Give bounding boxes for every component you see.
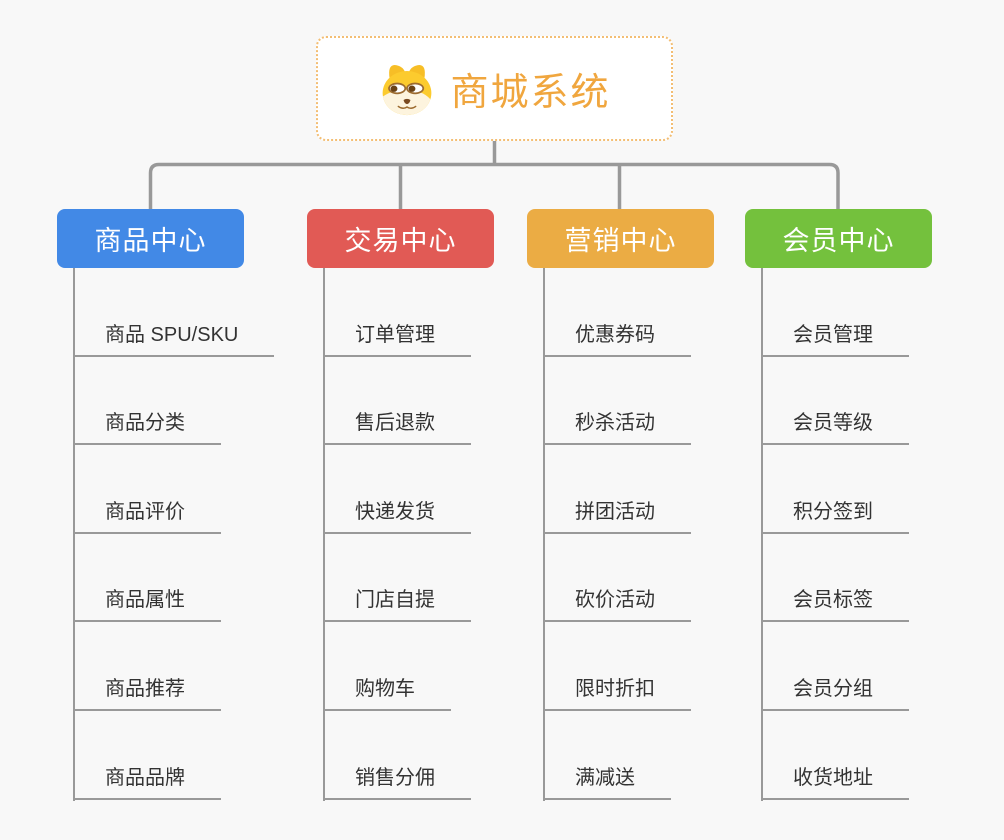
- leaf-label: 会员分组: [761, 672, 909, 711]
- leaf-label: 商品分类: [73, 406, 221, 446]
- root-node[interactable]: 商城系统: [316, 36, 673, 141]
- leaf-label: 会员等级: [761, 406, 909, 446]
- leaf-label: 会员管理: [761, 318, 909, 357]
- leaf-node[interactable]: 砍价活动: [543, 534, 691, 623]
- leaf-node[interactable]: 购物车: [323, 622, 471, 711]
- leaf-label: 销售分佣: [323, 761, 471, 800]
- doge-icon: [383, 64, 432, 115]
- branch-spine: [323, 268, 325, 801]
- leaf-node[interactable]: 会员分组: [761, 622, 909, 711]
- leaf-node[interactable]: 门店自提: [323, 534, 471, 623]
- leaf-node[interactable]: 会员标签: [761, 534, 909, 623]
- branch-spine: [761, 268, 763, 801]
- leaf-label: 会员标签: [761, 583, 909, 623]
- root-title: 商城系统: [450, 72, 611, 114]
- leaf-node[interactable]: 商品分类: [73, 357, 274, 446]
- branch-column-3: 会员管理会员等级积分签到会员标签会员分组收货地址: [761, 268, 909, 801]
- leaf-label: 优惠券码: [543, 318, 691, 357]
- leaf-node[interactable]: 销售分佣: [323, 711, 471, 800]
- leaf-label: 商品评价: [73, 495, 221, 534]
- leaf-label: 拼团活动: [543, 495, 691, 534]
- branch-label: 交易中心: [344, 226, 457, 256]
- leaf-label: 商品属性: [73, 583, 221, 623]
- branch-node-1[interactable]: 交易中心: [307, 209, 494, 268]
- leaf-node[interactable]: 会员等级: [761, 357, 909, 446]
- leaf-label: 砍价活动: [543, 583, 691, 623]
- leaf-label: 积分签到: [761, 495, 909, 534]
- leaf-label: 商品品牌: [73, 761, 221, 800]
- branch-node-2[interactable]: 营销中心: [527, 209, 714, 268]
- leaf-node[interactable]: 商品评价: [73, 445, 274, 534]
- leaf-node[interactable]: 快递发货: [323, 445, 471, 534]
- branch-spine: [73, 268, 75, 801]
- leaf-node[interactable]: 商品 SPU/SKU: [73, 268, 275, 357]
- leaf-label: 限时折扣: [543, 672, 691, 711]
- branch-node-0[interactable]: 商品中心: [57, 209, 244, 268]
- leaf-label: 售后退款: [323, 406, 471, 446]
- leaf-node[interactable]: 限时折扣: [543, 622, 691, 711]
- leaf-node[interactable]: 优惠券码: [543, 268, 691, 357]
- branch-column-1: 订单管理售后退款快递发货门店自提购物车销售分佣: [323, 268, 471, 801]
- branch-node-3[interactable]: 会员中心: [745, 209, 932, 268]
- leaf-label: 秒杀活动: [543, 406, 691, 446]
- branch-column-0: 商品 SPU/SKU 商品分类商品评价商品属性商品推荐商品品牌: [73, 268, 275, 801]
- leaf-node[interactable]: 商品推荐: [73, 622, 274, 711]
- leaf-label: 门店自提: [323, 583, 471, 623]
- leaf-node[interactable]: 会员管理: [761, 268, 909, 357]
- leaf-node[interactable]: 售后退款: [323, 357, 471, 446]
- leaf-node[interactable]: 秒杀活动: [543, 357, 691, 446]
- leaf-node[interactable]: 商品属性: [73, 534, 274, 623]
- leaf-label: 购物车: [323, 672, 451, 711]
- leaf-label: 订单管理: [323, 318, 471, 357]
- branch-label: 商品中心: [94, 226, 207, 256]
- branch-column-2: 优惠券码秒杀活动拼团活动砍价活动限时折扣满减送: [543, 268, 691, 801]
- branch-label: 会员中心: [782, 226, 895, 256]
- leaf-label: 收货地址: [761, 761, 909, 800]
- leaf-node[interactable]: 订单管理: [323, 268, 471, 357]
- branch-label: 营销中心: [564, 226, 677, 256]
- leaf-label: 满减送: [543, 761, 671, 800]
- leaf-node[interactable]: 满减送: [543, 711, 691, 800]
- leaf-node[interactable]: 拼团活动: [543, 445, 691, 534]
- leaf-label: 商品 SPU/SKU: [73, 318, 275, 357]
- branch-spine: [543, 268, 545, 801]
- leaf-label: 商品推荐: [73, 672, 221, 711]
- leaf-node[interactable]: 积分签到: [761, 445, 909, 534]
- leaf-label: 快递发货: [323, 495, 471, 534]
- leaf-node[interactable]: 收货地址: [761, 711, 909, 800]
- leaf-node[interactable]: 商品品牌: [73, 711, 274, 800]
